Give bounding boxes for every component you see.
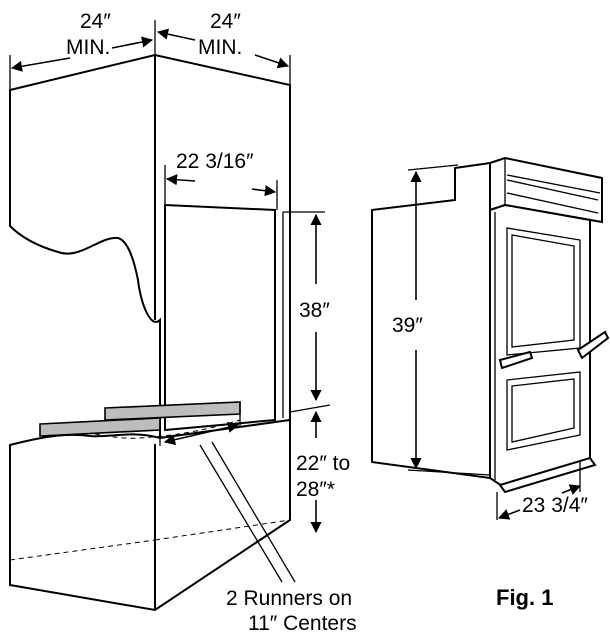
lower-window-inner [511,378,575,443]
oven-body [371,161,491,480]
cutout-width-label: 22 3/16″ [176,150,254,173]
cabinet [9,53,296,612]
cutout-height-label: 38″ [299,299,330,322]
oven-front-frame [489,203,591,490]
oven-height-ext-top [407,164,459,171]
floor-height-ext-top [289,404,331,413]
upper-door-handle [576,330,610,360]
right-clearance-value: 24″ [210,10,241,33]
figure-label: Fig. 1 [496,585,553,610]
hidden-edge-back [9,539,156,561]
right-clearance-arrow-left [156,28,196,41]
right-clearance-arrow-right [254,54,290,69]
upper-door-handle-left [498,350,534,370]
runners-callout-line2: 11″ Centers [248,612,357,633]
lower-cabinet [9,418,291,612]
runners-callout-line1: 2 Runners on [226,587,352,610]
lower-oven-window [506,371,581,451]
runner-callout-leader-1 [199,444,283,583]
cutout-width-arrow-left [165,174,196,186]
floor-height-label-line2: 28″* [296,478,335,501]
right-clearance-suffix: MIN. [198,36,242,59]
oven-depth-arrow-right [561,484,582,495]
runner-callout-leader-2 [211,441,296,583]
oven-depth-label: 23 3/4″ [522,494,588,517]
left-clearance-value: 24″ [80,10,111,33]
oven-height-label: 39″ [392,314,423,337]
wall-oven [371,156,610,494]
floor-height-label-line1: 22″ to [296,452,350,475]
panel-detail-line-2 [506,179,599,201]
hidden-edge-right [154,519,291,541]
runner-spacing-arrow [163,421,240,446]
oven-height-ext-bottom [407,469,491,476]
panel-detail-line-3 [506,192,599,214]
oven-dimensions [407,164,582,520]
cutout-width-arrow-right [251,185,277,197]
panel-detail-line [506,174,601,194]
left-clearance-arrow-left [10,57,71,72]
upper-window-inner [511,234,575,348]
left-clearance-arrow-right [111,36,154,49]
left-clearance-suffix: MIN. [66,36,110,59]
oven-depth-arrow-left [497,509,521,520]
runner-front [39,417,161,437]
labels: 24″ MIN. 24″ MIN. 22 3/16″ 38″ 22″ to 28… [66,10,588,635]
oven-base-lip [498,456,597,494]
cutout-opening [164,203,276,432]
cabinet-dimensions [9,20,331,534]
